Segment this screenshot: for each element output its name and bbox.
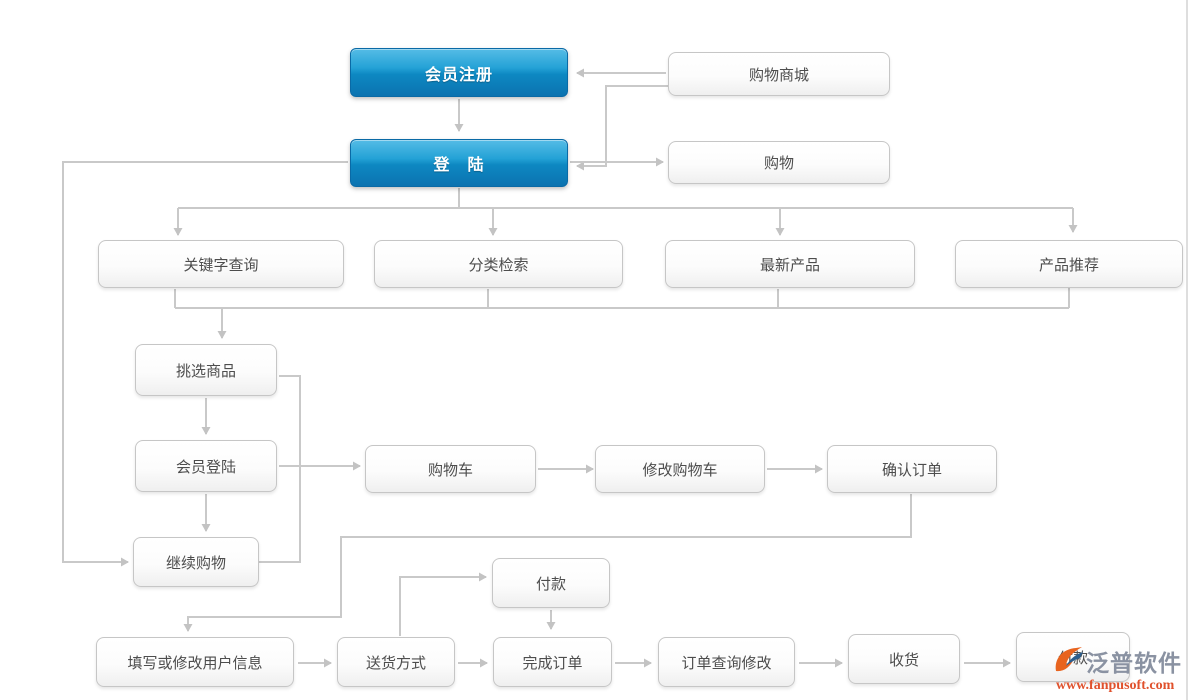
right-edge-divider <box>1186 0 1188 700</box>
node-continue-shopping: 继续购物 <box>133 537 259 587</box>
node-pick-goods: 挑选商品 <box>135 344 277 396</box>
node-keyword-search: 关键字查询 <box>98 240 344 288</box>
node-latest-products: 最新产品 <box>665 240 915 288</box>
node-member-login: 会员登陆 <box>135 440 277 492</box>
fanpu-watermark: 泛普软件 www.fanpusoft.com <box>1052 644 1191 694</box>
node-category-search: 分类检索 <box>374 240 623 288</box>
node-order-query-modify: 订单查询修改 <box>658 637 795 687</box>
fanpu-url: www.fanpusoft.com <box>1056 678 1175 693</box>
node-delivery-method: 送货方式 <box>337 637 455 687</box>
node-shopping: 购物 <box>668 141 890 184</box>
node-fill-user-info: 填写或修改用户信息 <box>96 637 294 687</box>
fanpu-logo-icon <box>1055 647 1083 672</box>
node-shopping-mall: 购物商城 <box>668 52 890 96</box>
fanpu-brand-text: 泛普软件 <box>1086 650 1182 676</box>
node-confirm-order: 确认订单 <box>827 445 997 493</box>
node-cart: 购物车 <box>365 445 536 493</box>
node-login: 登 陆 <box>350 139 568 187</box>
node-modify-cart: 修改购物车 <box>595 445 765 493</box>
node-payment-upper: 付款 <box>492 558 610 608</box>
node-member-register: 会员注册 <box>350 48 568 97</box>
node-complete-order: 完成订单 <box>493 637 612 687</box>
node-product-recommend: 产品推荐 <box>955 240 1183 288</box>
node-receive-goods: 收货 <box>848 634 960 684</box>
